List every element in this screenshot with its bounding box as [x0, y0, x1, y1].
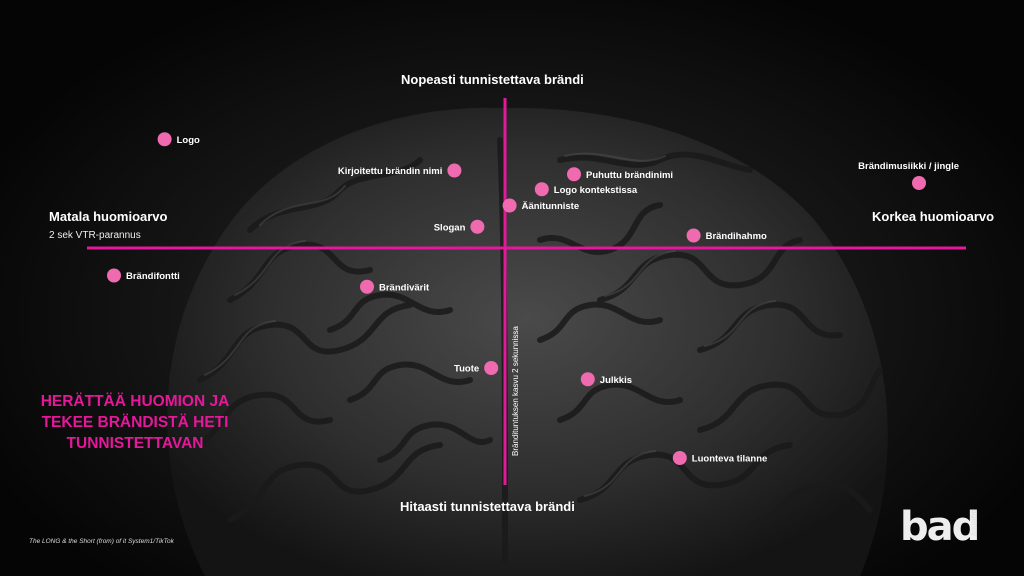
x-axis-right-label: Korkea huomioarvo: [872, 209, 995, 224]
data-point: [470, 219, 485, 234]
data-point-label: Logo kontekstissa: [554, 185, 638, 196]
data-point-label: Tuote: [454, 364, 479, 375]
source-note: The LONG & the Short (from) of it System…: [29, 538, 174, 545]
data-point: [484, 361, 499, 375]
data-point-label: Kirjoitettu brändin nimi: [338, 166, 443, 177]
data-point-label: Brändivärit: [379, 282, 430, 293]
data-point: [157, 132, 172, 147]
logo-subtext: agency: [970, 509, 980, 537]
data-point: [107, 268, 121, 283]
x-axis-left-label: Matala huomioarvo: [49, 209, 168, 224]
data-point-label: Julkkis: [600, 375, 632, 386]
data-point: [672, 451, 687, 465]
logo-wordmark: bad: [900, 504, 980, 550]
data-point-label: Luonteva tilanne: [692, 454, 767, 465]
data-point-label: Brändifontti: [126, 271, 180, 282]
data-point: [686, 228, 701, 243]
data-point-label: Äänitunniste: [522, 201, 580, 212]
data-point: [502, 198, 517, 213]
data-point: [580, 372, 595, 387]
y-axis-bottom-label: Hitaasti tunnistettava brändi: [400, 499, 575, 514]
data-point: [360, 279, 374, 294]
tagline: HERÄTTÄÄ HUOMION JA TEKEE BRÄNDISTÄ HETI…: [40, 393, 230, 452]
data-point-label: Logo: [177, 135, 200, 146]
x-axis-left-sublabel: 2 sek VTR-parannus: [49, 230, 141, 241]
y-axis-note: Brändituntuksen kasvu 2 sekunnissa: [511, 326, 520, 456]
data-point: [912, 176, 926, 190]
data-point: [534, 182, 549, 197]
data-point-label: Brändimusiikki / jingle: [858, 161, 959, 172]
data-point-label: Puhuttu brändinimi: [586, 170, 673, 181]
data-point: [567, 167, 581, 182]
data-point-label: Slogan: [434, 222, 466, 233]
data-point-label: Brändihahmo: [706, 231, 767, 242]
y-axis-top-label: Nopeasti tunnistettava brändi: [401, 72, 584, 87]
data-point: [447, 163, 462, 178]
